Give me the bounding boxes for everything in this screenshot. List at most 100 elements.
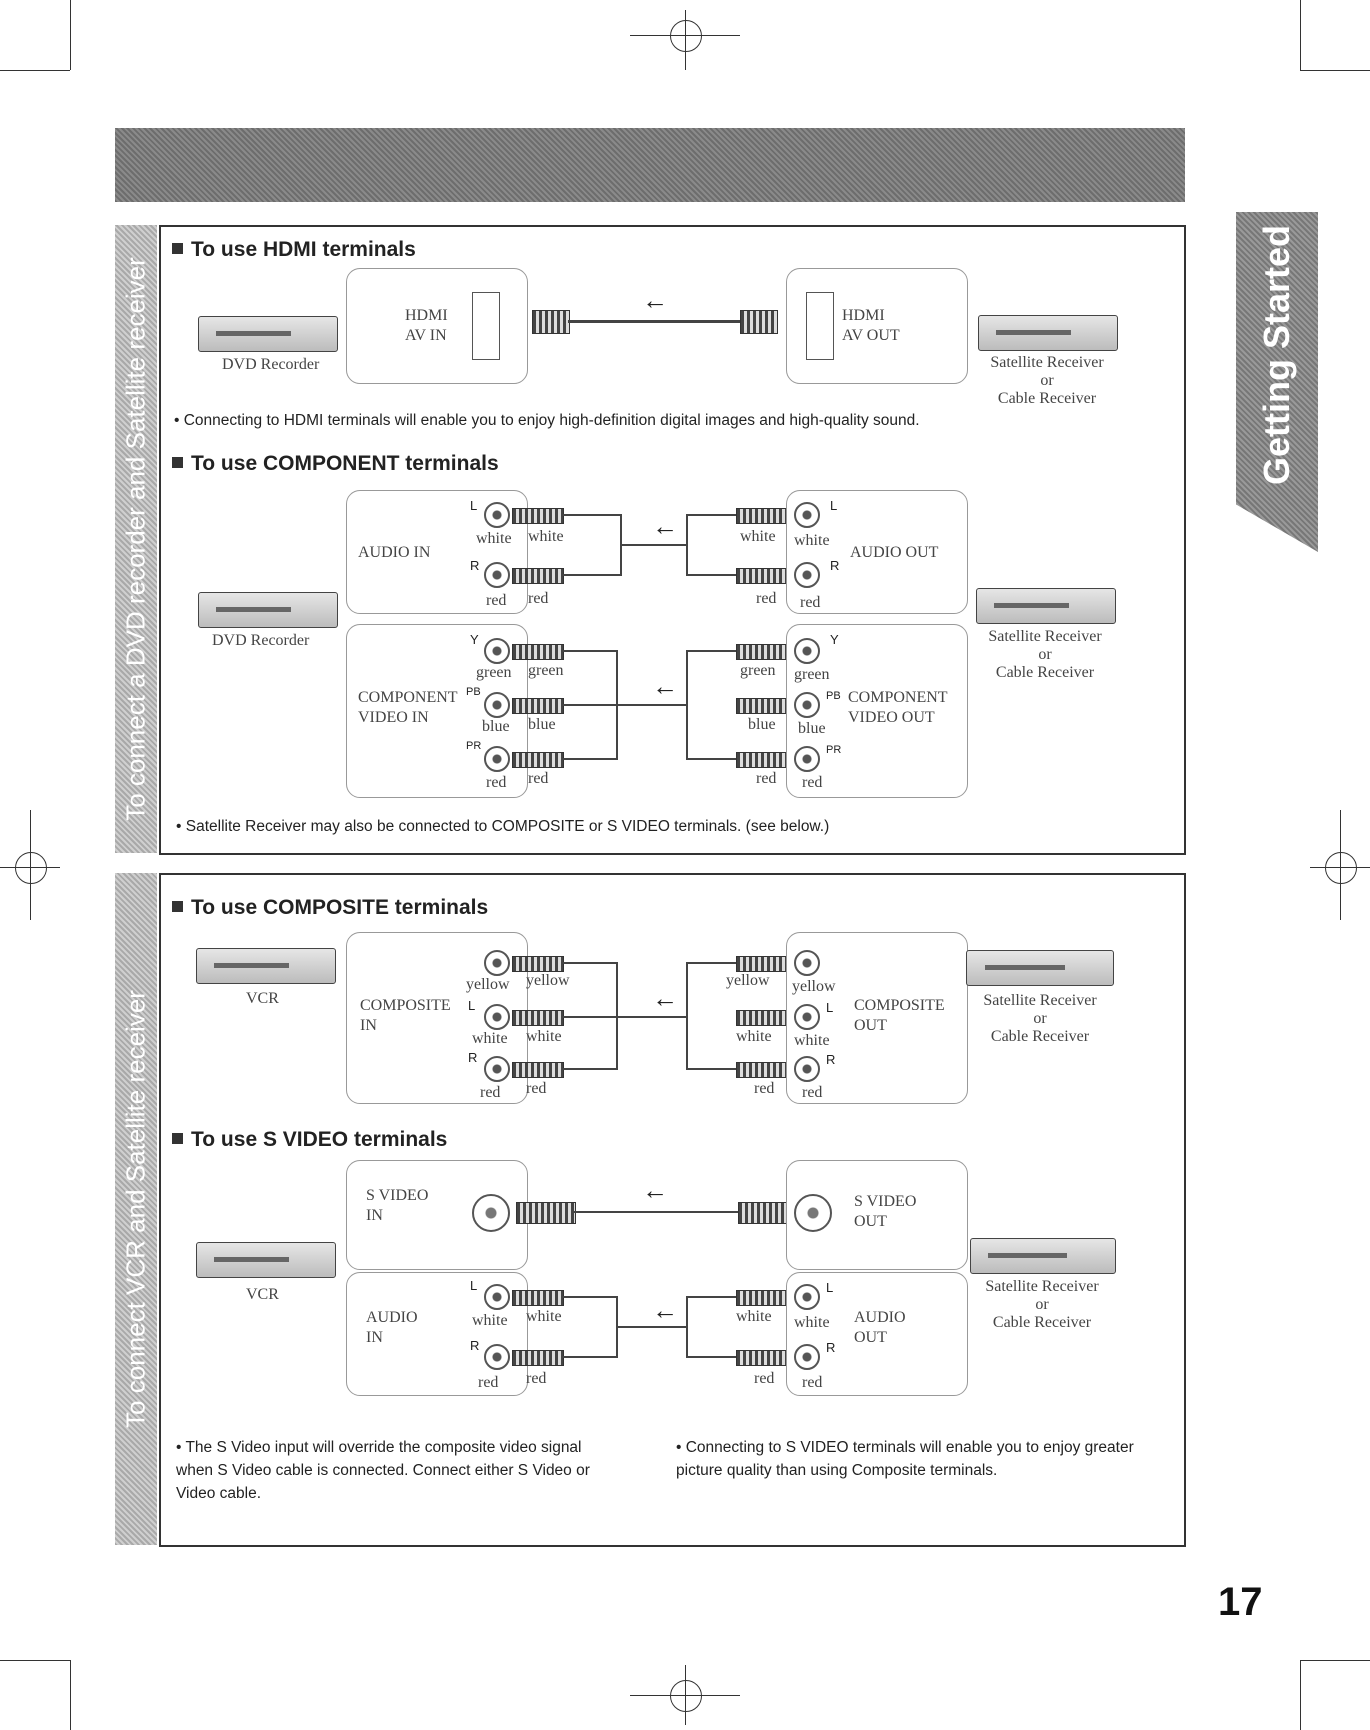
jack-letter: R xyxy=(470,1338,480,1353)
crop-mark xyxy=(685,1665,686,1725)
color-label: red xyxy=(800,594,821,611)
audio-jack-l xyxy=(484,502,510,528)
color-label: red xyxy=(802,774,823,791)
color-label: red xyxy=(480,1084,501,1101)
audio-jack-r xyxy=(484,1344,510,1370)
crop-mark xyxy=(70,0,71,70)
audio-cable xyxy=(562,514,622,516)
color-label: white xyxy=(740,528,776,545)
device-label: VCR xyxy=(246,990,279,1007)
device-label: DVD Recorder xyxy=(222,356,320,373)
color-label: white xyxy=(472,1030,508,1047)
color-label: red xyxy=(802,1374,823,1391)
composite-cable xyxy=(616,1016,688,1018)
color-label: yellow xyxy=(726,972,770,989)
video-cable xyxy=(562,758,618,760)
audio-in-label: AUDIO IN xyxy=(358,544,431,561)
jack-letter: R xyxy=(470,558,480,573)
jack-letter: Y xyxy=(830,632,839,647)
composite-cable xyxy=(562,1068,618,1070)
svideo-plug xyxy=(516,1202,576,1224)
audio-cable xyxy=(686,1356,750,1358)
audio-jack-l xyxy=(794,502,820,528)
audio-plug xyxy=(512,568,564,584)
section-strip-label: To connect a DVD recorder and Satellite … xyxy=(120,257,151,821)
hdmi-port xyxy=(472,292,500,360)
composite-cable xyxy=(562,1016,618,1018)
composite-cable xyxy=(686,962,688,1070)
audio-jack-r xyxy=(794,562,820,588)
audio-jack-l xyxy=(484,1284,510,1310)
svideo-note-left: • The S Video input will override the co… xyxy=(176,1439,590,1502)
video-plug xyxy=(736,752,788,768)
component-title: To use COMPONENT terminals xyxy=(172,452,499,476)
satellite-receiver-device xyxy=(966,950,1114,986)
svideo-jack xyxy=(794,1194,832,1232)
video-jack xyxy=(484,950,510,976)
color-label: white xyxy=(794,1032,830,1049)
hdmi-out-callout xyxy=(786,268,968,384)
color-label: red xyxy=(756,590,777,607)
composite-plug xyxy=(736,1010,788,1026)
composite-cable xyxy=(686,962,750,964)
jack-letter: PR xyxy=(466,740,482,752)
side-tab: Getting Started xyxy=(1236,212,1318,552)
satellite-receiver-device xyxy=(978,315,1118,351)
direction-arrow: ← xyxy=(652,671,678,701)
composite-plug xyxy=(512,1062,564,1078)
color-label: white xyxy=(472,1312,508,1329)
hdmi-note: • Connecting to HDMI terminals will enab… xyxy=(174,412,920,429)
crop-mark xyxy=(1300,1660,1301,1730)
color-label: red xyxy=(754,1080,775,1097)
hdmi-plug xyxy=(532,310,570,334)
jack-letter: L xyxy=(468,998,476,1013)
dvd-recorder-device xyxy=(198,592,338,628)
component-note: • Satellite Receiver may also be connect… xyxy=(176,818,830,835)
color-label: white xyxy=(794,1314,830,1331)
video-jack xyxy=(794,950,820,976)
color-label: red xyxy=(528,770,549,787)
audio-jack-l xyxy=(794,1004,820,1030)
color-label: blue xyxy=(798,720,826,737)
color-label: green xyxy=(794,666,830,683)
svideo-cable xyxy=(574,1211,738,1213)
hdmi-plug xyxy=(740,310,778,334)
jack-letter: L xyxy=(470,498,478,513)
direction-arrow: ← xyxy=(642,1175,668,1205)
svideo-jack xyxy=(472,1194,510,1232)
section-strip: To connect VCR and Satellite receiver xyxy=(115,873,157,1545)
composite-plug xyxy=(512,1010,564,1026)
vcr-device xyxy=(196,948,336,984)
dvd-recorder-device xyxy=(198,316,338,352)
crop-mark xyxy=(1300,1660,1370,1661)
video-cable xyxy=(686,650,688,760)
composite-plug xyxy=(736,956,788,972)
audio-jack-r xyxy=(794,1056,820,1082)
color-label: green xyxy=(528,662,564,679)
color-label: red xyxy=(528,590,549,607)
crop-mark xyxy=(30,810,31,920)
audio-jack-r xyxy=(794,1344,820,1370)
device-label: DVD Recorder xyxy=(212,632,310,649)
audio-cable xyxy=(616,1326,688,1328)
composite-cable xyxy=(686,1068,750,1070)
audio-plug xyxy=(736,1290,788,1306)
audio-out-label: AUDIO OUT xyxy=(850,544,939,561)
color-label: green xyxy=(740,662,776,679)
video-plug xyxy=(736,698,788,714)
video-cable xyxy=(562,704,618,706)
crop-mark xyxy=(1300,70,1370,71)
audio-cable xyxy=(562,1296,618,1298)
